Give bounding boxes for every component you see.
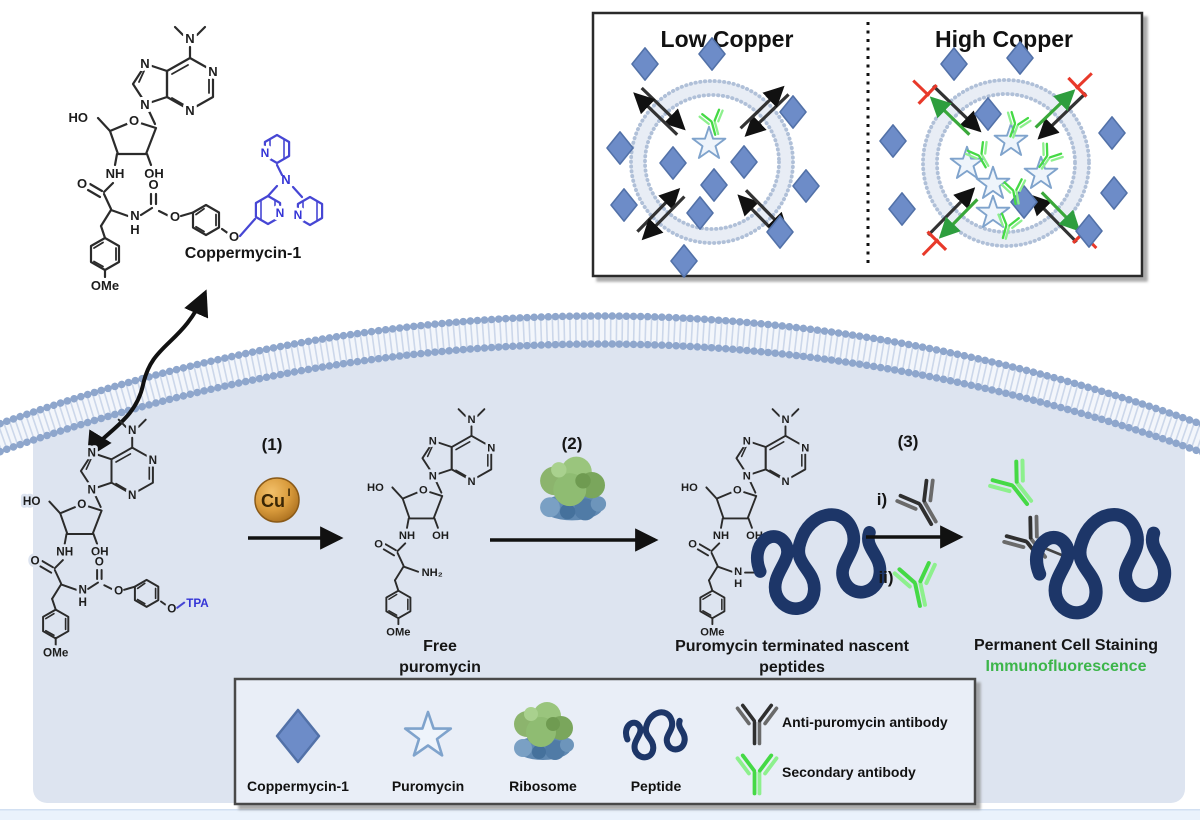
stain-label-1: Permanent Cell Staining (974, 637, 1158, 654)
svg-text:N: N (261, 146, 270, 160)
svg-text:OH: OH (144, 166, 164, 181)
svg-text:H: H (130, 222, 139, 237)
svg-text:HO: HO (23, 495, 41, 508)
legend-label: Coppermycin-1 (247, 778, 349, 794)
nascent-label-1: Puromycin terminated nascent (675, 638, 910, 655)
svg-text:Cu: Cu (261, 491, 285, 511)
coppermycin-structure-label: Coppermycin-1 (185, 245, 302, 262)
svg-text:N: N (781, 414, 789, 426)
svg-text:O: O (95, 556, 104, 569)
step3-label: (3) (898, 432, 919, 451)
svg-text:N: N (128, 424, 136, 437)
svg-text:NH: NH (56, 546, 73, 559)
step2-label: (2) (562, 434, 583, 453)
svg-text:TPA: TPA (186, 597, 209, 610)
svg-text:O: O (114, 584, 123, 597)
svg-text:O: O (170, 209, 180, 224)
free-puromycin-label-1: Free (423, 638, 457, 655)
svg-text:N: N (743, 471, 751, 483)
high-copper-cell-scene (879, 41, 1128, 257)
svg-text:OH: OH (91, 546, 109, 559)
svg-text:NH: NH (106, 166, 125, 181)
stain-label-2: Immunofluorescence (986, 658, 1147, 675)
svg-text:N: N (87, 484, 95, 497)
svg-text:N: N (743, 435, 751, 447)
svg-text:OH: OH (432, 530, 449, 542)
svg-text:N: N (140, 97, 149, 112)
svg-text:N: N (487, 442, 495, 454)
svg-text:N: N (87, 447, 95, 460)
svg-text:N: N (128, 489, 136, 502)
bottom-strip-border (0, 809, 1200, 811)
svg-text:N: N (140, 56, 149, 71)
svg-text:N: N (429, 471, 437, 483)
legend-label: Peptide (631, 778, 682, 794)
bottom-strip (0, 810, 1200, 820)
svg-text:OMe: OMe (91, 278, 119, 293)
svg-text:H: H (734, 578, 742, 590)
svg-text:OMe: OMe (43, 646, 69, 659)
legend-label: Ribosome (509, 778, 577, 794)
step3-ii-label: ii) (878, 568, 893, 587)
svg-text:N: N (734, 566, 742, 578)
legend-label: Secondary antibody (782, 764, 916, 780)
stained-peptide-complex (986, 456, 1164, 613)
copper-panel: Low Copper High Copper (591, 11, 1144, 278)
svg-text:O: O (688, 539, 697, 551)
svg-text:NH: NH (399, 530, 415, 542)
svg-text:N: N (185, 31, 194, 46)
legend-label: Anti-puromycin antibody (782, 714, 948, 730)
svg-text:N: N (149, 454, 157, 467)
svg-text:O: O (733, 484, 742, 496)
svg-text:H: H (78, 596, 86, 609)
svg-text:OMe: OMe (386, 626, 410, 638)
free-puromycin-label-2: puromycin (399, 659, 481, 676)
svg-text:N: N (801, 442, 809, 454)
copper-ion-icon: Cu I (254, 477, 300, 523)
svg-text:N: N (781, 476, 789, 488)
high-copper-title: High Copper (935, 26, 1073, 52)
svg-text:I: I (287, 487, 290, 499)
svg-text:O: O (30, 555, 39, 568)
svg-text:OMe: OMe (700, 626, 724, 638)
svg-text:O: O (77, 176, 87, 191)
legend-label: Puromycin (392, 778, 464, 794)
nascent-label-2: peptides (759, 659, 825, 676)
svg-text:N: N (208, 64, 217, 79)
svg-text:HO: HO (367, 482, 384, 494)
svg-text:N: N (276, 206, 285, 220)
svg-text:N: N (467, 476, 475, 488)
svg-text:HO: HO (681, 482, 698, 494)
svg-text:N: N (185, 103, 194, 118)
svg-text:NH: NH (713, 530, 729, 542)
step3-i-label: i) (877, 490, 887, 509)
svg-text:N: N (429, 435, 437, 447)
step1-label: (1) (262, 435, 283, 454)
svg-text:HO: HO (69, 110, 89, 125)
svg-text:O: O (167, 602, 176, 615)
svg-text:N: N (130, 208, 139, 223)
svg-text:N: N (78, 583, 86, 596)
low-copper-cell-scene (606, 37, 820, 278)
low-copper-title: Low Copper (661, 26, 794, 52)
svg-text:O: O (374, 539, 383, 551)
svg-text:O: O (229, 229, 239, 244)
svg-text:O: O (148, 177, 158, 192)
svg-text:N: N (294, 208, 303, 222)
svg-text:N: N (467, 414, 475, 426)
svg-text:O: O (77, 498, 86, 511)
legend-box: Coppermycin-1 Puromycin Ribosome Peptide… (233, 677, 977, 806)
svg-text:O: O (129, 113, 139, 128)
membrane-crossing-arrow (86, 289, 209, 459)
svg-text:O: O (419, 484, 428, 496)
svg-text:NH₂: NH₂ (422, 567, 443, 579)
